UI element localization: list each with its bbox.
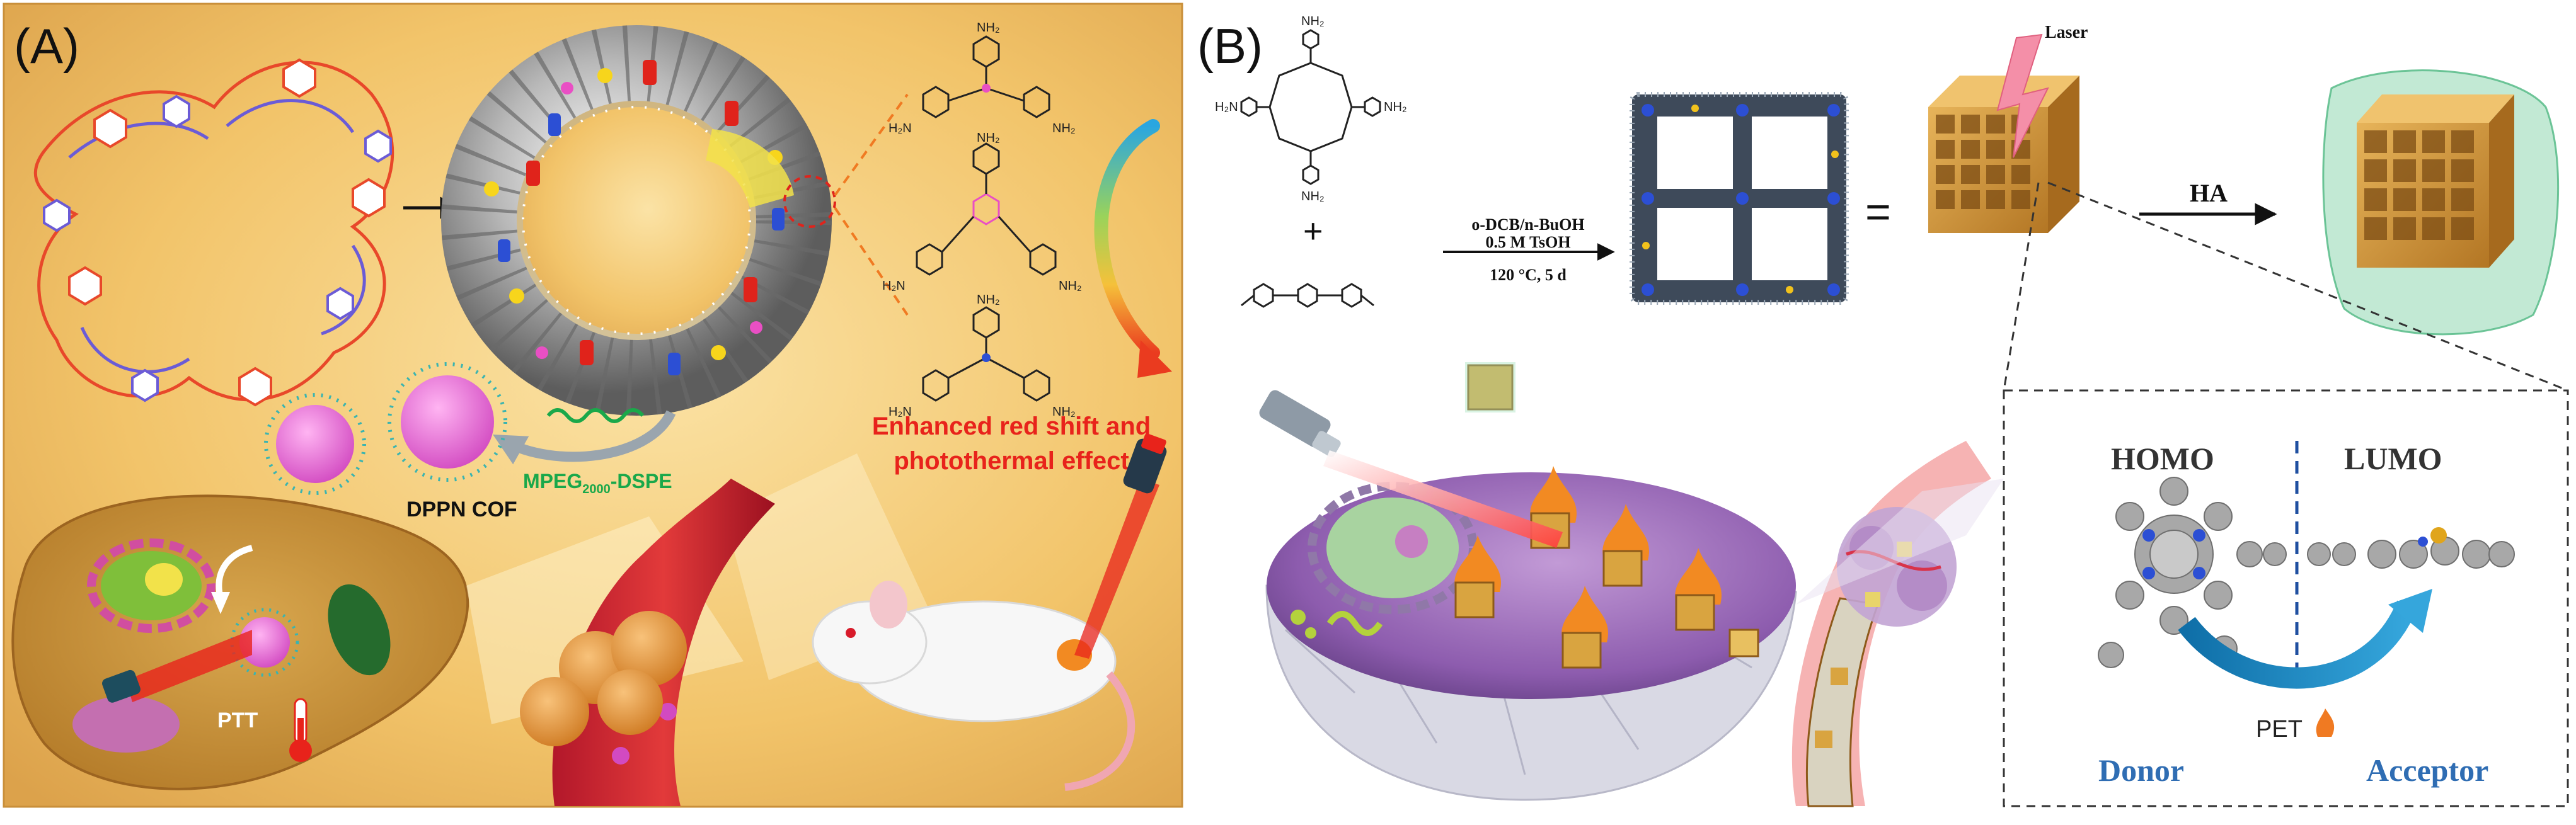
zoom-line-bottom xyxy=(834,207,909,316)
amine-label-4: NH₂ xyxy=(977,131,1000,145)
panel-a-label: (A) xyxy=(14,18,79,74)
reaction-condition-acid: 0.5 M TsOH xyxy=(1485,233,1570,251)
burning-cof-cubes xyxy=(1454,466,1759,669)
dppn-cof-nanoparticle-2 xyxy=(388,362,507,482)
amine-label-9: NH₂ xyxy=(1052,405,1076,419)
uptake-arrow xyxy=(216,545,253,600)
tumor-cluster xyxy=(520,611,687,746)
red-shift-caption-line1: Enhanced red shift and xyxy=(872,412,1151,440)
reaction-condition-temp: 120 °C, 5 d xyxy=(1490,266,1567,284)
equals-sign: = xyxy=(1865,187,1891,236)
amine-label-1: NH₂ xyxy=(977,21,1000,35)
cof-framework-model xyxy=(1630,92,1849,305)
pink-nitrogen xyxy=(982,84,991,93)
thermometer-icon xyxy=(289,698,312,762)
amine-label-8: H₂N xyxy=(888,405,912,419)
amine-label-b4: NH₂ xyxy=(1301,190,1325,203)
panel-b: (B) NH₂ H₂N NH₂ NH₂ + o-DCB/n-B xyxy=(1191,4,2572,807)
reaction-condition-solvent: o-DCB/n-BuOH xyxy=(1471,215,1584,234)
amine-label-5: H₂N xyxy=(882,279,906,293)
amine-label-b2: H₂N xyxy=(1215,100,1238,114)
mouse-illustration xyxy=(812,581,1136,791)
polymer-chain-diagram xyxy=(33,58,394,407)
dppn-cof-nanoparticle-1 xyxy=(264,393,366,495)
zoom-line-right xyxy=(2047,181,2568,392)
porphyrin-monomer xyxy=(1240,29,1381,185)
tumor-cell xyxy=(11,494,469,790)
floating-cube xyxy=(1467,364,1514,411)
lumo-label: LUMO xyxy=(2344,441,2442,476)
laser-beam-b xyxy=(1323,450,1563,548)
light-cone-b xyxy=(1796,479,2004,605)
blood-vessel-b xyxy=(1791,441,1991,807)
zoom-line-left xyxy=(2003,182,2040,391)
monomer-structures xyxy=(916,35,1057,402)
panel-b-label: (B) xyxy=(1197,18,1263,74)
amine-label-7: NH₂ xyxy=(977,293,1000,307)
aldehyde-linker xyxy=(1241,283,1374,308)
pet-arrow xyxy=(2178,600,2417,689)
blue-nitrogen xyxy=(982,353,991,362)
red-shift-arrow xyxy=(1094,119,1160,360)
tumor-cell-hemisphere xyxy=(1265,472,1797,801)
panel-a: (A) xyxy=(3,3,1183,808)
pet-mechanism-inset: HOMO LUMO xyxy=(2003,389,2569,807)
floating-cube-coating xyxy=(1465,362,1515,412)
cof-ring-model xyxy=(441,25,836,416)
red-shift-caption-line2: photothermal effect xyxy=(894,447,1129,475)
laser-pointer-icon xyxy=(1123,433,1167,494)
zoom-line-top xyxy=(834,93,909,196)
laser-label: Laser xyxy=(2045,23,2088,42)
amine-label-6: NH₂ xyxy=(1059,279,1082,293)
acceptor-label: Acceptor xyxy=(2366,753,2488,788)
peg-label: MPEG2000-DSPE xyxy=(523,470,672,496)
peg-chain xyxy=(546,408,645,423)
ha-coated-cube xyxy=(2322,69,2560,336)
ptt-label: PTT xyxy=(217,708,258,732)
donor-label: Donor xyxy=(2098,753,2184,788)
dppn-cof-label: DPPN COF xyxy=(406,498,517,521)
laser-probe-icon xyxy=(1259,390,1341,457)
red-shift-arrow-head xyxy=(1137,340,1172,378)
flame-icon xyxy=(2316,708,2335,737)
laser-bolt-icon xyxy=(1996,33,2049,158)
amine-label-b3: NH₂ xyxy=(1384,100,1407,114)
homo-label: HOMO xyxy=(2111,441,2214,476)
amine-label-2: H₂N xyxy=(888,122,912,135)
amine-label-b1: NH₂ xyxy=(1301,14,1325,28)
pet-label: PET xyxy=(2256,716,2303,742)
amine-label-3: NH₂ xyxy=(1052,122,1076,135)
laser-beam-a xyxy=(1074,479,1159,659)
peg-coating-arrow xyxy=(493,410,676,465)
pet-arrow-head xyxy=(2388,589,2432,633)
plus-sign: + xyxy=(1303,212,1323,250)
ha-label: HA xyxy=(2190,179,2228,207)
